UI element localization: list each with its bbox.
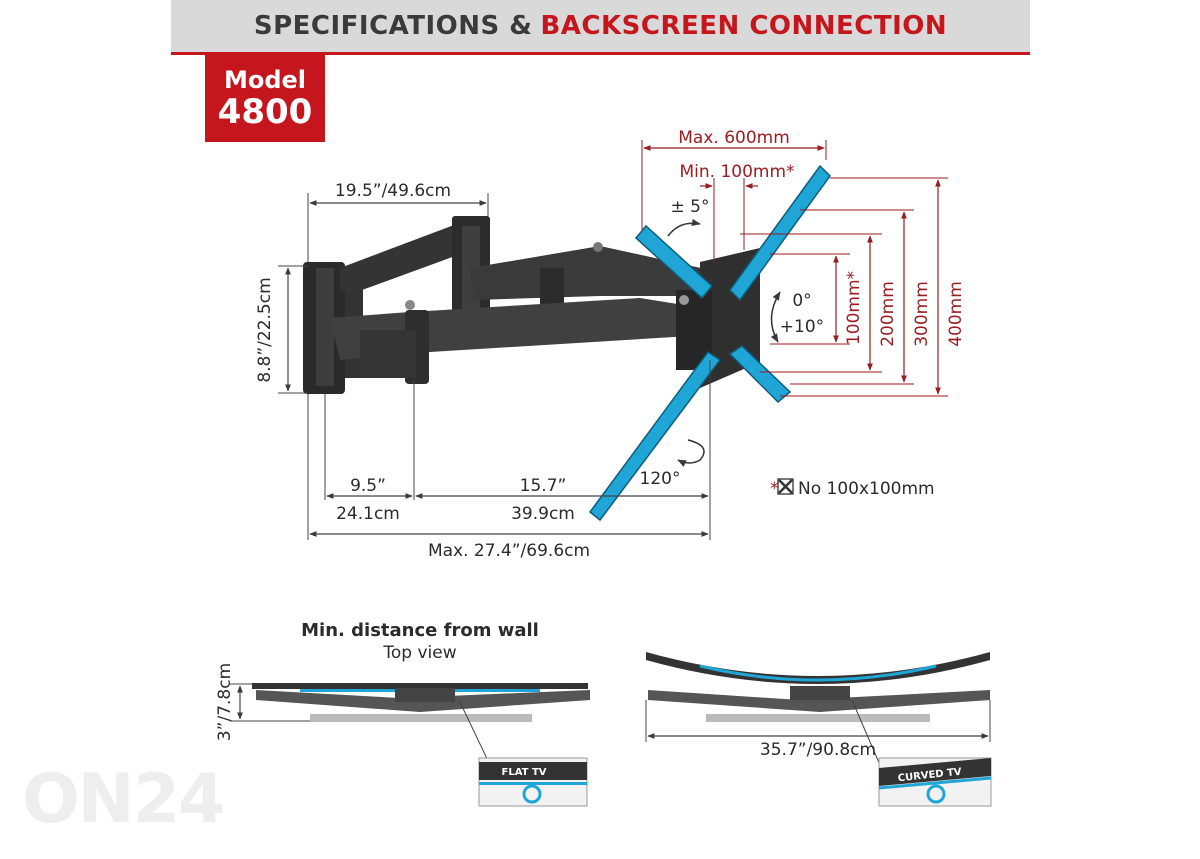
max-extension-label: Max. 27.4”/69.6cm [428, 541, 590, 561]
vesa-400-label: 400mm [946, 281, 966, 347]
header-title: SPECIFICATIONS & BACKSCREEN CONNECTION [171, 0, 1030, 55]
swivel-arrow-icon [677, 439, 705, 467]
curved-width-label: 35.7”/90.8cm [760, 740, 876, 760]
vesa-max-label: Max. 600mm [678, 128, 790, 148]
segment2-inch-label: 15.7” [520, 476, 567, 496]
dim-curved-width [645, 700, 991, 742]
model-label: Model [223, 66, 307, 94]
arm-length-label: 19.5”/49.6cm [335, 181, 451, 201]
blue-vesa-arms [588, 164, 831, 522]
segment1-inch-label: 9.5” [350, 476, 386, 496]
flat-tv-inset [478, 757, 588, 807]
header-title-part2: BACKSCREEN CONNECTION [540, 11, 948, 41]
segment1-cm-label: 24.1cm [336, 504, 400, 524]
vesa-200-label: 200mm [878, 281, 898, 347]
model-badge: Model 4800 [205, 55, 325, 142]
second-arm [470, 242, 710, 308]
dim-min-distance [230, 683, 310, 722]
segment2-cm-label: 39.9cm [511, 504, 575, 524]
flat-tv-label: FLAT TV [501, 767, 546, 778]
dim-extension [307, 360, 711, 540]
header-title-part1: SPECIFICATIONS & [253, 11, 533, 41]
top-view-subtitle: Top view [382, 643, 456, 663]
min-distance-title: Min. distance from wall [301, 620, 539, 641]
no-vesa-asterisk: * [770, 479, 779, 499]
dim-arm-length [307, 193, 489, 262]
vesa-100-label: 100mm* [844, 271, 864, 345]
dim-vesa-vertical [740, 177, 948, 397]
tilt-up-label: 0° [792, 291, 811, 311]
flat-tv-top-view [252, 683, 590, 766]
watermark-logo: ON24 [22, 760, 225, 839]
no-vesa-note: No 100x100mm [798, 479, 935, 499]
tilt-side-arrow-icon [667, 218, 701, 237]
vesa-300-label: 300mm [912, 281, 932, 347]
min-distance-label: 3”/7.8cm [215, 663, 235, 741]
tilt-side-label: ± 5° [671, 197, 710, 217]
no-vesa-cross-icon [777, 478, 794, 495]
wall-height-label: 8.8”/22.5cm [255, 277, 275, 382]
swivel-label: 120° [640, 469, 681, 489]
tilt-down-label: +10° [780, 317, 824, 337]
dim-wall-height [278, 265, 308, 394]
curved-tv-top-view [646, 652, 990, 766]
dim-vesa-horizontal [641, 140, 827, 262]
vesa-min-label: Min. 100mm* [679, 162, 794, 182]
lower-arm [330, 298, 690, 384]
tilt-arrow-icon [770, 291, 781, 343]
model-number: 4800 [217, 92, 313, 132]
curved-tv-inset [878, 757, 992, 807]
